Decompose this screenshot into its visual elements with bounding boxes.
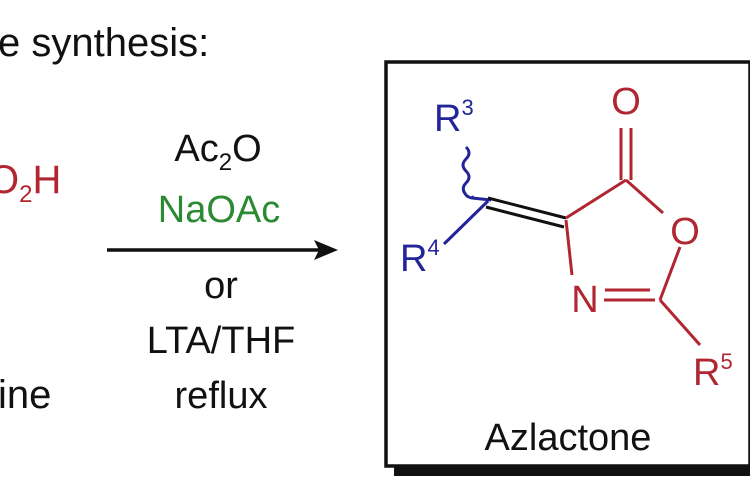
r4-label: R4 [400,235,440,280]
r4-bond [442,199,490,246]
reactant-group-suffix: H [32,158,61,202]
reactant-group-sub: 2 [19,181,32,208]
reagent-sodium-acetate: NaOAc [158,189,280,231]
r5-bond [658,299,702,346]
exocyclic-double-bond-b [485,205,565,229]
ring-nitrogen-label: N [571,279,598,321]
r3-wavy-bond [461,145,474,200]
reagent-acetic-anhydride: Ac2O [174,128,261,176]
product-name: Azlactone [485,417,652,459]
r3-label: R3 [434,95,474,140]
reagent1-sub: 2 [219,149,232,176]
reactant-group-prefix: O [0,158,19,202]
r3-bond-stub [471,196,492,202]
carbonyl-oxygen-label: O [611,81,641,123]
r4-letter: R [400,238,427,280]
heading-text: e synthesis: [0,21,209,65]
r4-superscript: 4 [427,235,439,260]
reaction-arrow-head [314,240,338,260]
ring-bond-c5-o1 [625,178,664,215]
r5-superscript: 5 [720,349,732,374]
r3-letter: R [434,98,461,140]
alternative-or-text: or [204,265,238,307]
alternative-reagent: LTA/THF [147,320,295,362]
r5-label: R5 [693,349,733,394]
ring-bond-n3-c4 [564,219,574,276]
r5-letter: R [693,352,720,394]
ring-bond-o1-c2 [658,246,682,301]
ring-oxygen-label: O [670,211,700,253]
product-box [384,60,750,468]
reagent1-main: Ac [174,128,218,170]
exocyclic-double-bond-a [487,196,567,220]
reactant-carboxyl-group: O2H [0,158,61,208]
reagent1-end: O [232,128,262,170]
r3-superscript: 3 [461,95,473,120]
alternative-condition: reflux [175,375,268,417]
ring-bond-c4-c5 [565,178,627,220]
reactant-name-fragment: ine [0,373,51,417]
